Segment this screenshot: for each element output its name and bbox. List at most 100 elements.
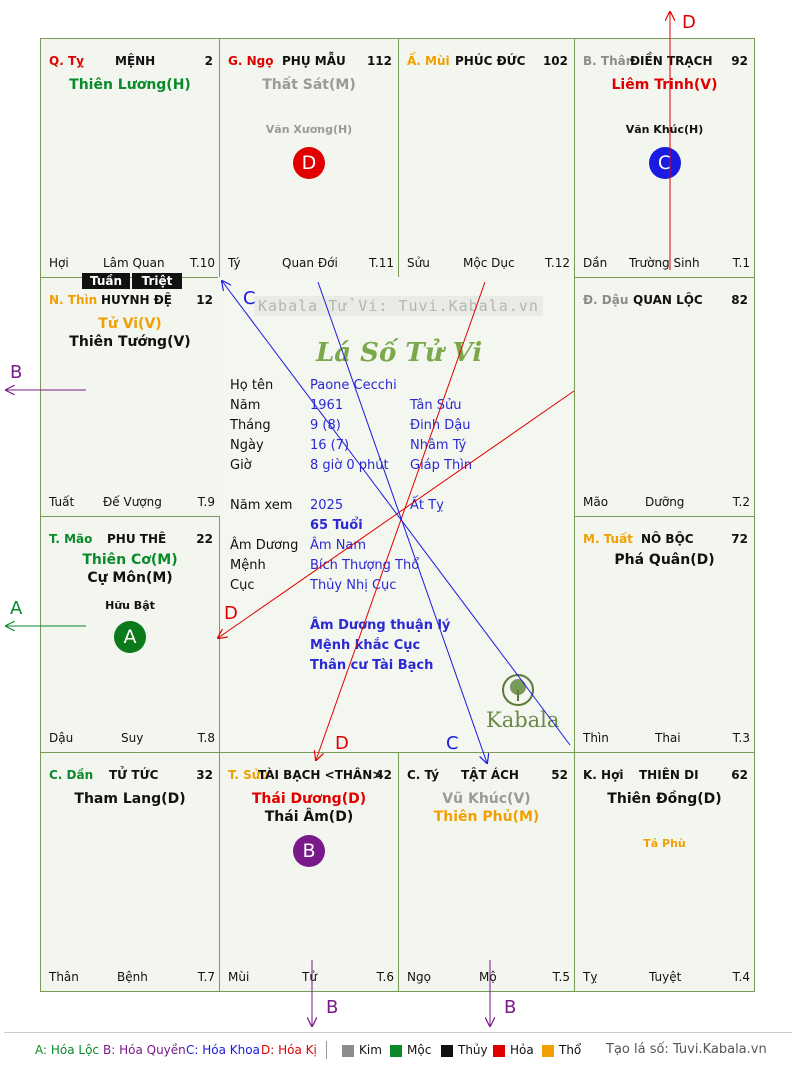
cell-dan: C. Dần TỬ TỨC 32 Tham Lang(D) Thân Bệnh …: [40, 752, 220, 992]
watermark-text: Kabala Tử Vi: Tuvi.Kabala.vn: [254, 296, 543, 316]
credit-text: Tạo lá số: Tuvi.Kabala.vn: [606, 1042, 767, 1057]
main-star: Tử Vi(V): [98, 316, 162, 332]
main-star: Thiên Phủ(M): [433, 809, 540, 825]
info-ho-ten: Paone Cecchi: [310, 378, 397, 393]
legend-hoa-khoa: C: Hóa Khoa: [186, 1043, 260, 1057]
branch-label: C. Dần: [49, 768, 94, 782]
info-cuc: Thủy Nhị Cục: [310, 578, 397, 593]
term-label: T.8: [197, 731, 215, 745]
tho-swatch: [542, 1045, 554, 1057]
position-label: Hợi: [49, 256, 69, 270]
info-label-nam: Năm: [230, 398, 261, 413]
stage-label: Lâm Quan: [103, 256, 165, 270]
main-star: Cự Môn(M): [87, 570, 173, 586]
palace-number: 102: [542, 54, 568, 68]
minor-star: Hữu Bật: [105, 599, 155, 612]
position-label: Tuất: [49, 495, 75, 509]
branch-label: N. Thìn: [49, 293, 98, 307]
hoa-swatch: [493, 1045, 505, 1057]
palace-name: TÀI BẠCH <THÂN>: [258, 768, 383, 782]
info-tuoi: 65 Tuổi: [310, 518, 363, 533]
arrow-label-b-left: B: [10, 362, 23, 383]
main-star: Thất Sát(M): [262, 77, 356, 93]
main-star: Tham Lang(D): [74, 791, 186, 807]
legend-hoa-ki: D: Hóa Kị: [261, 1043, 317, 1057]
palace-number: 62: [731, 768, 748, 782]
term-label: T.9: [197, 495, 215, 509]
position-label: Thìn: [583, 731, 609, 745]
palace-number: 92: [731, 54, 748, 68]
cell-thin: N. Thìn HUYNH ĐỆ 12 Tử Vi(V) Thiên Tướng…: [40, 277, 220, 517]
legend-thuy: Thủy: [458, 1043, 488, 1057]
position-label: Ngọ: [407, 970, 431, 984]
term-label: T.4: [732, 970, 750, 984]
info-nam: 1961: [310, 398, 344, 413]
palace-name: ĐIỀN TRẠCH: [630, 54, 713, 68]
info-label-gio: Giờ: [230, 458, 252, 473]
main-star: Thiên Tướng(V): [69, 334, 191, 350]
arrow-label-d-inner-left: D: [224, 603, 238, 624]
legend-tho: Thổ: [559, 1043, 582, 1057]
cell-suu: T. Sửu TÀI BẠCH <THÂN> 42 Thái Dương(D) …: [219, 752, 399, 992]
stage-label: Quan Đới: [282, 256, 338, 270]
palace-number: 52: [551, 768, 568, 782]
arrow-label-b-bottom-2: B: [504, 997, 517, 1018]
stage-label: Bệnh: [117, 970, 148, 984]
position-label: Mùi: [228, 970, 250, 984]
info-nam-can: Tân Sửu: [410, 398, 462, 413]
stage-label: Thai: [655, 731, 681, 745]
hoa-quyen-badge: B: [293, 835, 325, 867]
palace-name: QUAN LỘC: [633, 293, 703, 307]
info-label-ngay: Ngày: [230, 438, 264, 453]
legend-hoa-loc: A: Hóa Lộc: [35, 1043, 100, 1057]
info-label-ho-ten: Họ tên: [230, 378, 274, 393]
term-label: T.10: [190, 256, 215, 270]
palace-name: TẬT ÁCH: [461, 768, 519, 782]
branch-label: Q. Tỵ: [49, 54, 84, 68]
legend-hoa: Hỏa: [510, 1043, 534, 1057]
branch-label: T. Sửu: [228, 768, 269, 782]
info-label-am-duong: Âm Dương: [230, 538, 299, 553]
legend-separator: [326, 1041, 327, 1059]
thuy-swatch: [441, 1045, 453, 1057]
term-label: T.7: [197, 970, 215, 984]
stage-label: Mộc Dục: [463, 256, 515, 270]
info-label-cuc: Cục: [230, 578, 255, 593]
info-nam-xem: 2025: [310, 498, 344, 513]
arrow-label-a-left: A: [10, 598, 23, 619]
term-label: T.3: [732, 731, 750, 745]
palace-number: 42: [375, 768, 392, 782]
palace-name: HUYNH ĐỆ: [101, 293, 172, 307]
cell-tuat: M. Tuất NÔ BỘC 72 Phá Quân(D) Thìn Thai …: [574, 516, 755, 753]
position-label: Dần: [583, 256, 608, 270]
palace-name: PHỤ MẪU: [282, 54, 346, 68]
triet-tag: Triệt: [132, 273, 182, 289]
branch-label: M. Tuất: [583, 532, 633, 546]
stage-label: Mộ: [479, 970, 497, 984]
palace-name: PHU THÊ: [107, 532, 167, 546]
arrow-label-c-inner-bottom: C: [446, 733, 459, 754]
palace-name: THIÊN DI: [639, 768, 699, 782]
position-label: Tý: [228, 256, 241, 270]
palace-name: TỬ TỨC: [109, 768, 159, 782]
arrow-label-d-inner-bottom: D: [335, 733, 349, 754]
main-star: Thiên Cơ(M): [82, 552, 178, 568]
info-thang: 9 (8): [310, 418, 341, 433]
kim-swatch: [342, 1045, 354, 1057]
position-label: Mão: [583, 495, 609, 509]
main-star: Thiên Lương(H): [69, 77, 191, 93]
palace-number: 12: [196, 293, 213, 307]
info-label-menh: Mệnh: [230, 558, 266, 573]
info-gio: 8 giờ 0 phút: [310, 458, 389, 473]
main-star: Thái Âm(D): [264, 809, 354, 825]
branch-label: B. Thân: [583, 54, 635, 68]
hoa-khoa-badge: C: [648, 147, 681, 179]
main-star: Liêm Trinh(V): [611, 77, 718, 93]
kabala-logo-text: Kabala: [486, 708, 560, 732]
main-star: Thái Dương(D): [251, 791, 367, 807]
stage-label: Tuyệt: [649, 970, 682, 984]
term-label: T.12: [545, 256, 570, 270]
stage-label: Suy: [121, 731, 144, 745]
branch-label: Ấ. Mùi: [407, 54, 450, 68]
info-label-nam-xem: Năm xem: [230, 498, 293, 513]
